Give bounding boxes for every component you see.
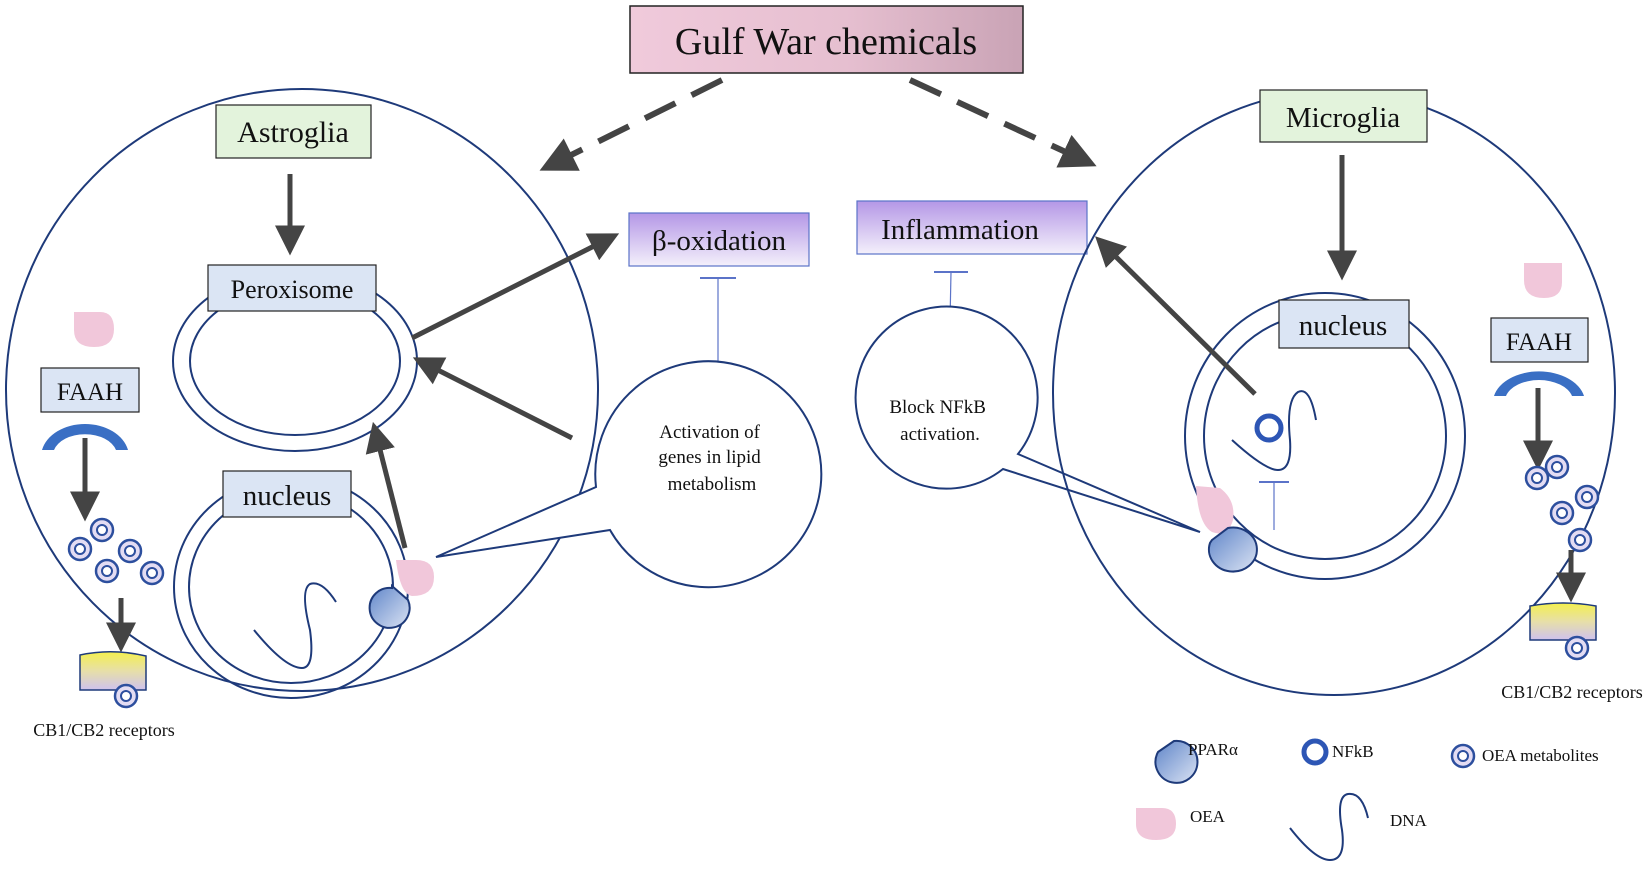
right-oea-free-icon [1524, 263, 1562, 298]
right-oea-metabolite-icon [1524, 465, 1550, 491]
right-callout-bubble [854, 305, 1201, 533]
left-callout-bubble [435, 360, 823, 589]
arrow-nucleus-to-peroxisome [365, 421, 408, 549]
right-nucleus-inner [1203, 312, 1447, 560]
left-oea-metabolite-icon [67, 536, 93, 562]
left-faah-icon [42, 423, 128, 450]
title-text: Gulf War chemicals [675, 21, 977, 63]
inflammation-label: Inflammation [881, 214, 1039, 246]
right-receptor-ligand-icon [1564, 635, 1590, 661]
legend-oea-icon [1136, 808, 1176, 840]
left-receptor-icon [79, 650, 147, 691]
right-nfkb-icon [1254, 413, 1284, 443]
right-oea-icon [1196, 486, 1234, 534]
right-faah-icon [1494, 371, 1584, 396]
left-receptor-label: CB1/CB2 receptors [33, 720, 175, 740]
right-receptor-label: CB1/CB2 receptors [1501, 682, 1643, 702]
peroxisome-label-box [207, 264, 377, 312]
right-oea-metabolite-icon [1544, 454, 1570, 480]
left-faah-label-box [40, 367, 140, 413]
legend-oea-metabolite-icon [1450, 743, 1476, 769]
right-nucleus-label-box [1278, 299, 1410, 349]
arrow-callout-to-peroxisome [412, 357, 574, 441]
inflammation-box: Inflammation [856, 200, 1088, 255]
right-faah-label-box [1490, 317, 1589, 363]
astroglia-cell: Astroglia Peroxisome nucleus FAAH CB1/ [5, 88, 599, 740]
left-oea-metabolite-icon [89, 517, 115, 543]
right-faah-label: FAAH [1506, 329, 1572, 356]
legend-dna-label: DNA [1390, 811, 1428, 830]
beta-oxidation-box: β-oxidation [628, 212, 810, 267]
right-oea-metabolite-icon [1574, 484, 1600, 510]
right-oea-metabolite-icon [1567, 527, 1593, 553]
peroxisome-label: Peroxisome [231, 275, 354, 304]
astroglia-label: Astroglia [237, 116, 349, 149]
right-nucleus-outer [1184, 292, 1466, 580]
legend-oea-metabolites-label: OEA metabolites [1482, 746, 1599, 765]
dashed-arrow-right [908, 77, 1097, 168]
left-oea-metabolite-icon [117, 538, 143, 564]
right-callout-text: Block NFkB activation. [889, 397, 990, 445]
legend: PPARα NFkB OEA metabolites OEA DNA [1136, 738, 1599, 862]
left-oea-free-icon [74, 312, 114, 347]
beta-oxidation-label: β-oxidation [652, 225, 786, 257]
left-nucleus-label-box [222, 470, 352, 518]
legend-nfkb-label: NFkB [1332, 742, 1374, 761]
left-nucleus-inner [188, 490, 394, 684]
legend-ppar-label: PPARα [1188, 740, 1238, 759]
left-faah-label: FAAH [57, 379, 123, 406]
right-ppar-icon [1207, 526, 1258, 573]
dashed-arrow-left [539, 77, 724, 171]
right-nucleus-label: nucleus [1299, 310, 1388, 342]
left-callout-text: Activation of genes in lipid metabolism [658, 422, 765, 495]
legend-oea-label: OEA [1190, 807, 1226, 826]
legend-dna-icon [1289, 792, 1369, 862]
right-dna-icon [1231, 390, 1317, 472]
legend-nfkb-icon [1301, 738, 1329, 766]
arrow-peroxisome-to-beta-oxidation [410, 233, 620, 341]
right-oea-metabolite-icon [1549, 500, 1575, 526]
legend-ppar-icon [1154, 739, 1199, 784]
microglia-label-box [1259, 89, 1428, 143]
right-receptor-icon [1529, 602, 1597, 641]
left-oea-metabolite-icon [139, 560, 165, 586]
microglia-cell: Microglia nucleus FAAH CB1/CB2 receptors [1052, 89, 1643, 702]
left-oea-icon [396, 560, 434, 596]
left-ppar-icon [368, 583, 411, 629]
microglia-label: Microglia [1286, 102, 1400, 134]
left-oea-metabolite-icon [94, 558, 120, 584]
left-nucleus-label: nucleus [243, 480, 332, 512]
left-dna-icon [253, 582, 337, 670]
arrow-nucleus-to-inflammation [1095, 236, 1257, 396]
astroglia-label-box [215, 104, 372, 159]
title-box: Gulf War chemicals [629, 5, 1024, 74]
left-receptor-ligand-icon [113, 683, 139, 709]
